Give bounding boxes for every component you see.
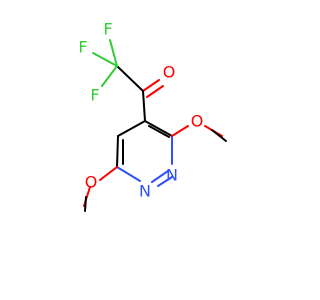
bond-ring-c6-o-bottom (99, 166, 118, 181)
molecule-diagram: F F F O O N N O (78, 20, 227, 212)
bond-c-f-bottom (101, 65, 118, 87)
bond-o-bottom-methyl-black (84, 196, 87, 212)
atom-n1: N (139, 182, 151, 201)
bond-c-c-cf3-carbonyl (116, 65, 144, 92)
atom-n2: N (166, 166, 178, 185)
atom-o-carbonyl: O (163, 63, 176, 82)
bond-ring-n2-n1 (151, 170, 169, 183)
bond-c-o-double-b (146, 85, 164, 98)
bond-ring-n2-n1-inner (157, 176, 173, 187)
bond-c-f-top (109, 39, 118, 67)
bond-ring-c4-c3-inner (148, 125, 170, 138)
bonds (83, 39, 227, 212)
atom-o-methoxy-bottom: O (85, 173, 98, 192)
bond-ring-n1-c6 (116, 166, 141, 182)
bond-carbonyl-ring (142, 90, 146, 122)
atom-f2: F (78, 38, 87, 57)
atom-f3: F (90, 86, 99, 105)
bond-c-f-left (92, 52, 118, 67)
bond-c-o-double-a (142, 79, 160, 92)
bond-o-top-methyl-black (211, 129, 227, 142)
atom-o-methoxy-top: O (191, 112, 204, 131)
bond-ring-c4-c3 (144, 120, 173, 137)
bond-ring-c6-c5 (116, 135, 119, 168)
atom-labels: F F F O O N N O (78, 20, 203, 201)
bond-ring-c3-o-top (171, 125, 189, 137)
atom-f1: F (103, 20, 112, 39)
bond-ring-c5-c4 (117, 120, 146, 137)
